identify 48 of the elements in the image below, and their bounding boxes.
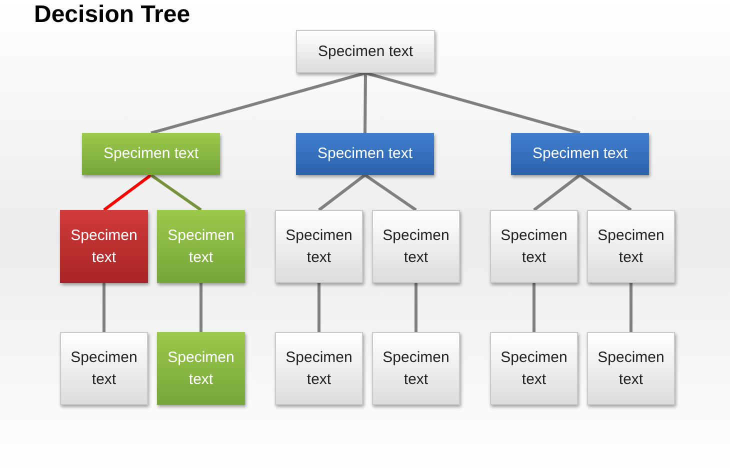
connector-line: [318, 283, 320, 332]
connector-line: [150, 72, 366, 134]
node-label: Specimen text: [532, 144, 628, 164]
node-box: [372, 332, 460, 405]
node-box: [296, 30, 435, 73]
node-label: Specimen text: [318, 42, 414, 62]
node-box: [157, 332, 245, 405]
connector-line: [630, 283, 632, 332]
node-label: Specimen text: [284, 348, 354, 390]
node-label: Specimen text: [500, 226, 568, 268]
node-box: [587, 332, 675, 405]
node-box: [587, 210, 675, 283]
node-box: [275, 210, 363, 283]
node-box: [490, 332, 578, 405]
connector-line: [103, 174, 152, 212]
node-box: [372, 210, 460, 283]
node-box: [490, 210, 578, 283]
node-box: [511, 133, 649, 175]
connector-line: [579, 174, 632, 212]
node-label: Specimen text: [500, 348, 568, 390]
node-box: [157, 210, 245, 283]
node-label: Specimen text: [596, 226, 666, 268]
connector-line: [150, 174, 202, 212]
connector-line: [364, 174, 417, 212]
connector-line: [365, 72, 580, 134]
node-label: Specimen text: [382, 348, 450, 390]
node-label: Specimen text: [166, 348, 236, 390]
connector-line: [200, 283, 202, 332]
node-label: Specimen text: [317, 144, 413, 164]
node-label: Specimen text: [70, 226, 138, 268]
node-label: Specimen text: [103, 144, 199, 164]
node-box: [275, 332, 363, 405]
node-box: [60, 332, 148, 405]
node-label: Specimen text: [382, 226, 450, 268]
node-box: [60, 210, 148, 283]
title: Decision Tree: [34, 0, 190, 30]
connector-line: [414, 283, 418, 332]
node-label: Specimen text: [596, 348, 666, 390]
connector-line: [364, 72, 367, 134]
node-label: Specimen text: [166, 226, 236, 268]
connector-line: [532, 283, 536, 332]
node-label: Specimen text: [70, 348, 138, 390]
connector-line: [102, 283, 106, 332]
node-label: Specimen text: [284, 226, 354, 268]
node-box: [296, 133, 434, 175]
connector-line: [318, 174, 366, 212]
connector-line: [533, 174, 581, 212]
node-box: [82, 133, 220, 175]
